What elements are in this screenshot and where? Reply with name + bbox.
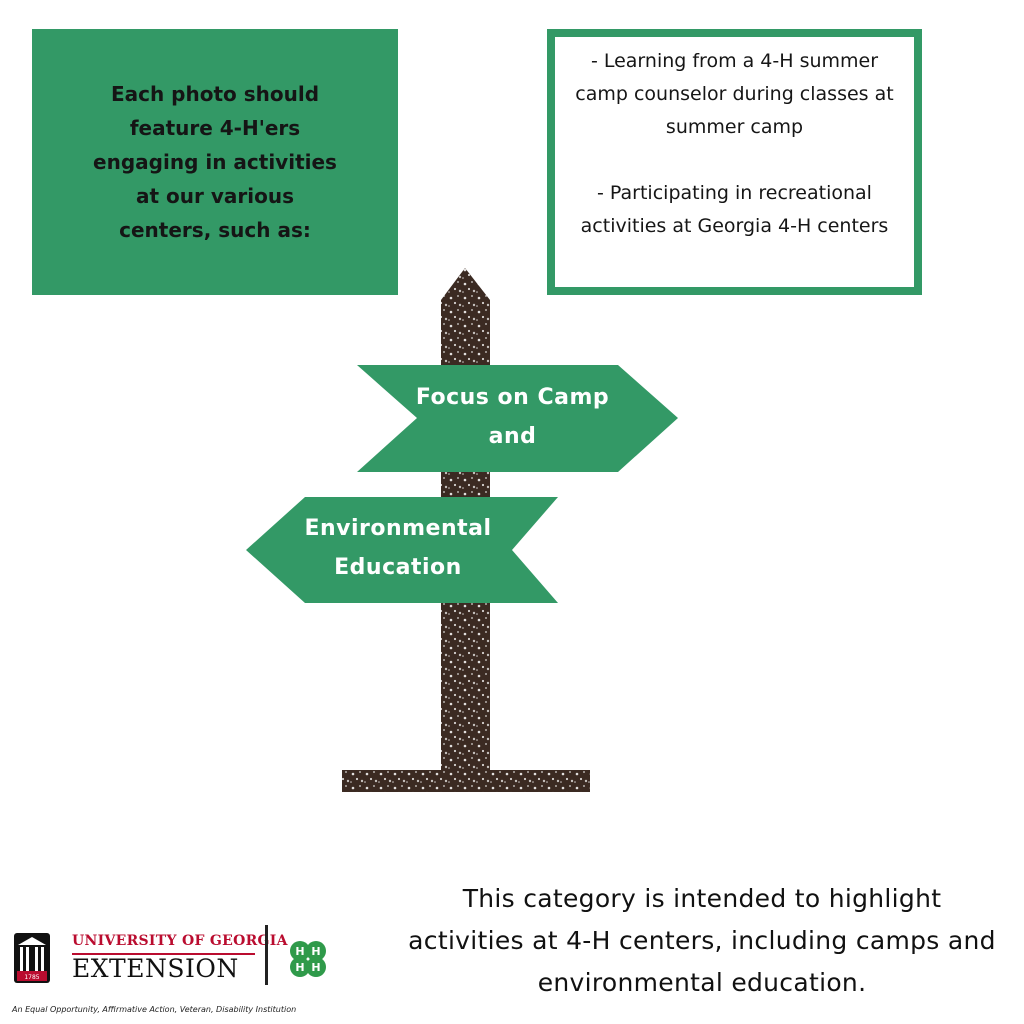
four-h-clover-icon: H H H H	[290, 941, 326, 977]
sign-arrow-right	[357, 365, 678, 472]
extension-name: EXTENSION	[72, 954, 239, 983]
logo-rule	[72, 953, 255, 955]
category-description: This category is intended to highlight a…	[408, 884, 996, 997]
top-sign-text: Focus on Camp and	[415, 385, 610, 449]
logo-divider	[265, 925, 268, 985]
signpost-base	[342, 770, 590, 792]
intro-box: Each photo should feature 4-H'ers engagi…	[32, 29, 398, 295]
svg-text:H: H	[295, 945, 304, 958]
sign-arrow-left	[246, 497, 558, 603]
university-name: UNIVERSITY OF GEORGIA	[72, 933, 288, 949]
uga-extension-logo: 1785 UNIVERSITY OF GEORGIA EXTENSION H H…	[12, 925, 352, 1020]
example-item-2: - Participating in recreational activiti…	[580, 182, 889, 237]
svg-text:H: H	[311, 961, 320, 974]
bottom-sign-text: Environmental Education	[304, 516, 492, 580]
intro-text: Each photo should feature 4-H'ers engagi…	[93, 82, 337, 242]
examples-box: - Learning from a 4-H summer camp counse…	[547, 29, 922, 295]
eeo-tagline: An Equal Opportunity, Affirmative Action…	[12, 1005, 297, 1014]
svg-text:H: H	[295, 961, 304, 974]
arch-year: 1785	[24, 974, 39, 981]
svg-text:H: H	[311, 945, 320, 958]
uga-arch-icon: 1785	[14, 933, 50, 983]
example-item-1: - Learning from a 4-H summer camp counse…	[575, 50, 894, 138]
